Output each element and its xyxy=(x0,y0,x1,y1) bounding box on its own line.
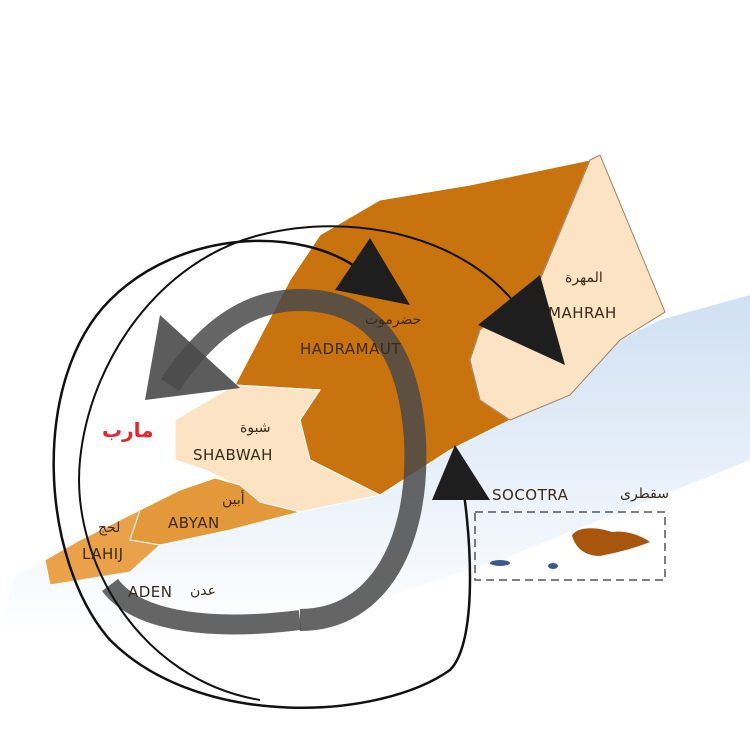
label-shabwah-ar: شبوة xyxy=(240,420,271,436)
label-hadramaut-ar: حضرموت xyxy=(365,312,422,328)
label-mahrah: MAHRAH xyxy=(548,304,617,322)
islet xyxy=(548,563,558,569)
label-aden: ADEN xyxy=(128,583,173,601)
label-aden-ar: عدن xyxy=(190,583,216,599)
socotra-inset-box xyxy=(474,511,666,581)
arc-arrow-1 xyxy=(52,239,472,709)
label-abyan: ABYAN xyxy=(168,514,220,532)
label-mahrah-ar: المهرة xyxy=(565,270,603,286)
socotra-island xyxy=(572,528,650,556)
islet xyxy=(490,560,510,566)
region-lahij xyxy=(44,509,162,586)
label-socotra: SOCOTRA xyxy=(492,486,569,504)
label-shabwah: SHABWAH xyxy=(193,446,273,464)
label-hadramaut: HADRAMAUT xyxy=(300,340,402,358)
ring-arrow-tail xyxy=(102,578,302,635)
label-abyan-ar: أبين xyxy=(222,492,245,508)
arrow-head-hadramaut xyxy=(335,238,410,305)
arc-arrow-2 xyxy=(78,225,521,701)
sea xyxy=(0,295,750,640)
region-shabwah xyxy=(174,384,382,513)
ring-arrow xyxy=(160,288,427,631)
label-lahij-ar: لحج xyxy=(98,520,121,536)
label-lahij: LAHIJ xyxy=(82,545,124,563)
arrow-head-coast xyxy=(432,445,490,500)
arrow-head-mahrah xyxy=(478,275,565,365)
label-socotra-ar: سقطرى xyxy=(620,486,669,502)
ring-arrow-head xyxy=(145,315,240,400)
label-marib: مارب xyxy=(102,418,154,442)
